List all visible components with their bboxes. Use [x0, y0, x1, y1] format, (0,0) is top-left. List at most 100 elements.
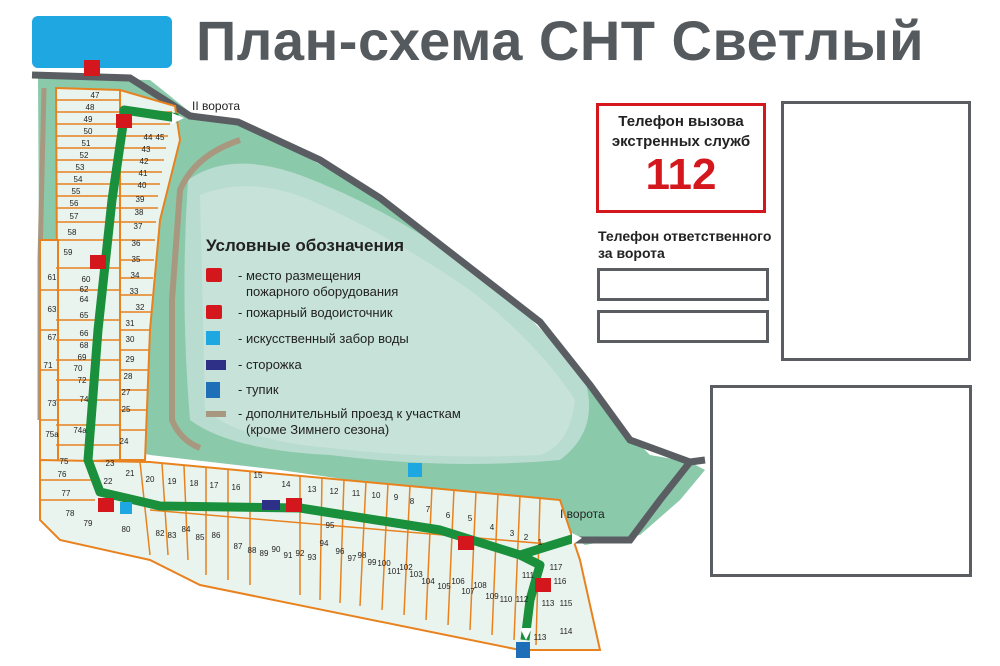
svg-text:76: 76: [58, 470, 67, 479]
svg-text:2: 2: [524, 533, 529, 542]
svg-text:13: 13: [308, 485, 317, 494]
svg-text:108: 108: [473, 581, 487, 590]
gate-1-label: I ворота: [560, 507, 605, 521]
svg-text:106: 106: [451, 577, 465, 586]
svg-text:43: 43: [142, 145, 151, 154]
svg-text:45: 45: [156, 133, 165, 142]
svg-text:59: 59: [64, 248, 73, 257]
svg-text:60: 60: [82, 275, 91, 284]
svg-text:27: 27: [122, 388, 131, 397]
svg-text:35: 35: [132, 255, 141, 264]
svg-text:28: 28: [124, 372, 133, 381]
svg-text:98: 98: [358, 551, 367, 560]
svg-text:100: 100: [377, 559, 391, 568]
svg-text:9: 9: [394, 493, 399, 502]
svg-text:77: 77: [62, 489, 71, 498]
svg-text:14: 14: [282, 480, 291, 489]
svg-text:74: 74: [80, 395, 89, 404]
svg-text:113: 113: [534, 633, 547, 642]
svg-text:44: 44: [144, 133, 153, 142]
svg-text:8: 8: [410, 497, 415, 506]
svg-text:54: 54: [74, 175, 83, 184]
svg-text:116: 116: [554, 577, 567, 586]
svg-text:101: 101: [387, 567, 401, 576]
svg-text:64: 64: [80, 295, 89, 304]
gate-2-label: II ворота: [192, 99, 240, 113]
svg-text:42: 42: [140, 157, 149, 166]
svg-text:25: 25: [122, 405, 131, 414]
svg-text:61: 61: [48, 273, 57, 282]
extra-road: [169, 137, 241, 451]
svg-text:110: 110: [500, 595, 513, 604]
svg-text:70: 70: [74, 364, 83, 373]
svg-text:10: 10: [372, 491, 381, 500]
svg-text:21: 21: [126, 469, 135, 478]
svg-text:69: 69: [78, 353, 87, 362]
svg-text:52: 52: [80, 151, 89, 160]
svg-text:3: 3: [510, 529, 515, 538]
svg-text:85: 85: [196, 533, 205, 542]
svg-text:57: 57: [70, 212, 79, 221]
svg-text:113: 113: [542, 599, 555, 608]
svg-text:68: 68: [80, 341, 89, 350]
svg-text:19: 19: [168, 477, 177, 486]
svg-text:114: 114: [560, 627, 573, 636]
svg-text:84: 84: [182, 525, 191, 534]
gate-phone-field-2: [597, 310, 769, 343]
svg-text:40: 40: [138, 181, 147, 190]
svg-text:103: 103: [409, 570, 423, 579]
svg-text:4: 4: [490, 523, 495, 532]
svg-text:48: 48: [86, 103, 95, 112]
svg-text:1: 1: [538, 538, 543, 547]
main-road: [31, 71, 706, 466]
svg-text:24: 24: [120, 437, 129, 446]
svg-text:95: 95: [326, 521, 335, 530]
svg-text:18: 18: [190, 479, 199, 488]
svg-text:73: 73: [48, 399, 57, 408]
svg-text:62: 62: [80, 285, 89, 294]
svg-text:16: 16: [232, 483, 241, 492]
svg-text:32: 32: [136, 303, 145, 312]
svg-text:37: 37: [134, 222, 143, 231]
svg-text:109: 109: [485, 592, 499, 601]
svg-text:92: 92: [296, 549, 305, 558]
emergency-number: 112: [645, 150, 717, 199]
page-title: План-схема СНТ Светлый: [196, 9, 925, 72]
guardhouse-icon: [206, 360, 226, 370]
svg-text:51: 51: [82, 139, 91, 148]
svg-text:90: 90: [272, 545, 281, 554]
dead-end-icon: [206, 382, 220, 398]
svg-text:86: 86: [212, 531, 221, 540]
svg-text:29: 29: [126, 355, 135, 364]
svg-text:89: 89: [260, 549, 269, 558]
svg-text:67: 67: [48, 333, 57, 342]
legend-title: Условные обозначения: [206, 236, 405, 255]
notice-panel-bottom: [710, 385, 972, 577]
svg-text:104: 104: [421, 577, 435, 586]
svg-text:38: 38: [135, 208, 144, 217]
svg-text:75: 75: [60, 457, 69, 466]
svg-text:107: 107: [461, 587, 475, 596]
svg-text:39: 39: [136, 195, 145, 204]
svg-text:75а: 75а: [45, 430, 59, 439]
svg-text:58: 58: [68, 228, 77, 237]
svg-text:112: 112: [516, 595, 529, 604]
svg-text:33: 33: [130, 287, 139, 296]
svg-text:17: 17: [210, 481, 219, 490]
svg-text:88: 88: [248, 546, 257, 555]
svg-text:63: 63: [48, 305, 57, 314]
svg-text:47: 47: [91, 91, 100, 100]
fire-hydrant-icon: [206, 305, 222, 319]
svg-text:91: 91: [284, 551, 293, 560]
svg-text:97: 97: [348, 554, 357, 563]
svg-text:117: 117: [550, 563, 563, 572]
svg-text:50: 50: [84, 127, 93, 136]
svg-text:99: 99: [368, 558, 377, 567]
svg-text:82: 82: [156, 529, 165, 538]
svg-text:83: 83: [168, 531, 177, 540]
water-intake-icon: [206, 331, 220, 345]
notice-panel-top: [781, 101, 971, 361]
